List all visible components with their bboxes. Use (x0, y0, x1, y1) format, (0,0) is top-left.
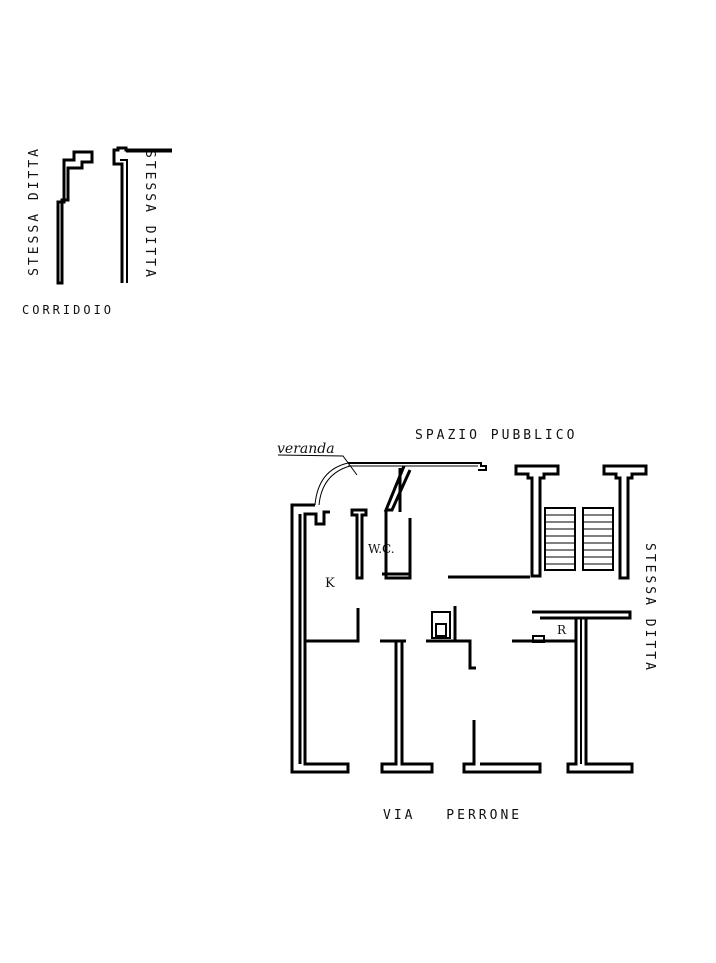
veranda-leader-line (277, 454, 358, 476)
veranda-label: veranda (277, 441, 335, 457)
left-outer-wall (290, 503, 350, 774)
veranda-arc (314, 462, 349, 506)
stair-left (544, 507, 576, 571)
upper-left-wall (56, 150, 94, 285)
upper-right-wall-inner (120, 159, 128, 283)
upper-bottom-label: CORRIDOIO (22, 303, 115, 317)
diagonal-wall (383, 465, 412, 512)
stair-right (582, 507, 614, 571)
upper-plan-walls (56, 146, 172, 285)
lower-right-label: STESSA DITTA (642, 543, 657, 673)
right-vertical-wall (566, 618, 634, 774)
column-left (514, 464, 560, 578)
column-right (602, 464, 648, 580)
lower-plan-walls (277, 454, 648, 774)
kitchen-room-label: K (325, 576, 335, 591)
wc-room-label: W.C. (368, 542, 395, 556)
upper-right-label: STESSA DITTA (142, 150, 157, 280)
stair-right-steps (583, 514, 613, 565)
upper-right-wall (112, 146, 172, 283)
kitchen-divider (305, 608, 360, 643)
wc-right-wall (384, 510, 412, 580)
stair-left-steps (545, 514, 575, 565)
middle-wall-center (426, 639, 476, 670)
inner-vertical-wall-center (462, 720, 542, 774)
storage-room-label: R (557, 623, 567, 637)
central-fixture (431, 611, 451, 639)
storage-top-wall (532, 610, 632, 620)
inner-vertical-wall-left (380, 641, 434, 774)
storage-small-box (532, 635, 545, 643)
veranda-arc-inner (318, 465, 351, 506)
lower-bottom-label: VIA PERRONE (383, 808, 523, 823)
wc-left-post (350, 508, 368, 580)
lower-top-label: SPAZIO PUBBLICO (415, 428, 578, 443)
top-wall (348, 462, 487, 471)
